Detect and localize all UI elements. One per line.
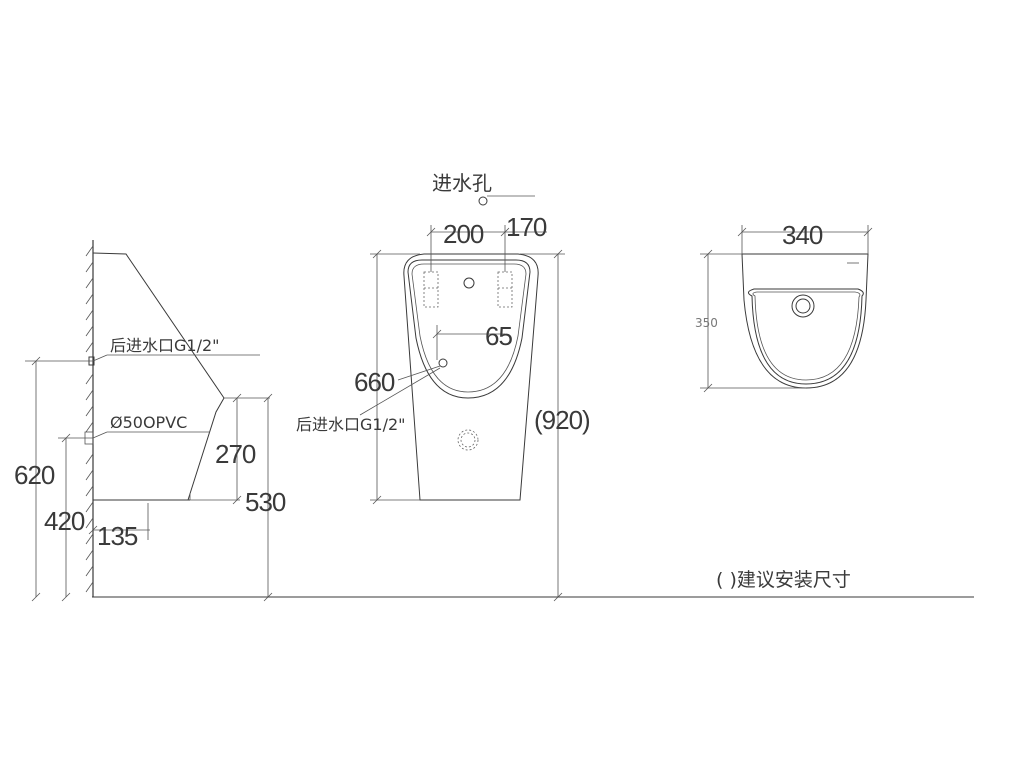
dim-350: 350 [695, 316, 718, 330]
installation-note: ( )建议安装尺寸 [716, 569, 851, 591]
dim-660: 660 [354, 367, 395, 397]
urinal-side-profile [92, 252, 225, 501]
rear-inlet-hole [438, 358, 448, 368]
dim-270: 270 [215, 439, 256, 469]
inlet-hole-symbol [478, 196, 488, 206]
urinal-front-bowl-inner [411, 263, 527, 393]
top-view-drain [791, 294, 815, 318]
brand-mark [847, 262, 859, 264]
dim-135: 135 [97, 521, 138, 551]
dim-340: 340 [782, 220, 823, 250]
drain-outlet [457, 429, 479, 451]
top-view: 340 350 [695, 220, 873, 393]
label-inlet-hole: 进水孔 [432, 171, 492, 195]
front-view: 进水孔 200 170 65 660 (920) 后进水口G1/2" [296, 171, 591, 602]
dim-200: 200 [443, 219, 484, 249]
dim-530: 530 [245, 487, 286, 517]
label-drain-pvc: Ø50OPVC [110, 413, 187, 432]
mounting-slot-left [423, 271, 439, 308]
urinal-top-bowl [748, 288, 864, 385]
urinal-front-body [403, 253, 539, 501]
side-view: 620 420 135 270 530 后进水口G1/2" Ø50OPVC [14, 240, 287, 602]
label-rear-inlet-side: 后进水口G1/2" [110, 336, 220, 355]
top-inlet-hole [463, 277, 475, 289]
dim-920: (920) [534, 405, 590, 435]
dim-170: 170 [506, 212, 547, 242]
urinal-top-outline [741, 253, 869, 389]
urinal-front-bowl [407, 259, 531, 399]
label-rear-inlet-front: 后进水口G1/2" [296, 415, 406, 434]
dim-65: 65 [485, 321, 512, 351]
dim-620: 620 [14, 460, 55, 490]
dim-420: 420 [44, 506, 85, 536]
wall-hatching [85, 245, 94, 593]
mounting-slot-right [497, 271, 513, 308]
